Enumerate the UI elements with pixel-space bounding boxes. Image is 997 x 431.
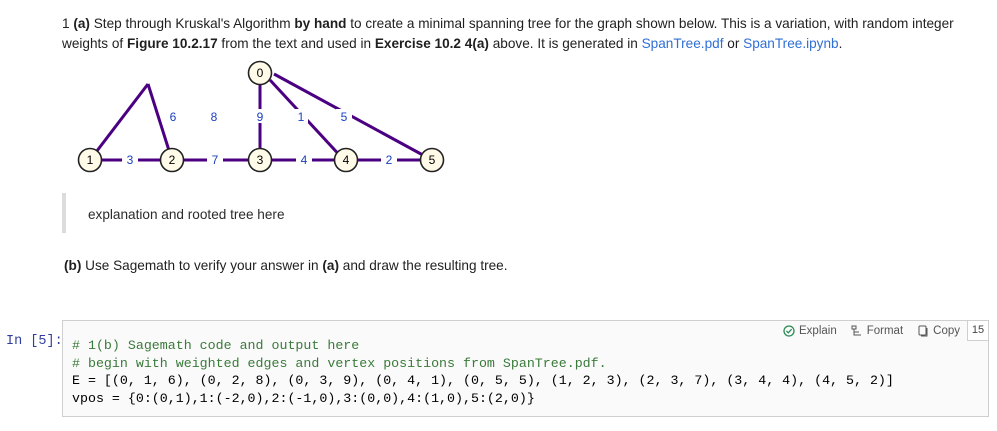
emphasis-by-hand: by hand (294, 16, 347, 31)
explain-button[interactable]: Explain (783, 325, 837, 337)
answer-blockquote: explanation and rooted tree here (62, 193, 486, 233)
part-b-label: (b) (64, 258, 82, 273)
vertex-3: 3 (247, 147, 273, 173)
cell-count-badge: 15 (967, 321, 988, 341)
code-line-2: # begin with weighted edges and vertex p… (72, 355, 607, 371)
copy-icon (918, 325, 928, 337)
vertex-5: 5 (419, 147, 445, 173)
figure-reference: Figure 10.2.17 (126, 36, 218, 51)
question-text-segment: Step through Kruskal's Algorithm (89, 16, 295, 31)
explain-label: Explain (799, 325, 837, 337)
cell-toolbar: Explain Format Copy (783, 325, 960, 337)
weight-0-5: 5 (341, 110, 348, 124)
exercise-reference: Exercise 10.2 4(a) (374, 36, 489, 51)
copy-label: Copy (933, 325, 960, 337)
edge-0-2 (146, 83, 174, 161)
question-text-segment: from the text and used in (217, 36, 375, 51)
code-line-3: E = [(0, 1, 6), (0, 2, 8), (0, 3, 9), (0… (72, 373, 894, 388)
format-icon (851, 325, 861, 336)
vertex-1: 1 (77, 147, 103, 173)
part-b-text-segment: and draw the resulting tree. (339, 258, 508, 273)
question-text-segment: . (838, 36, 843, 51)
vertex-label: 4 (343, 153, 350, 167)
vertex-2: 2 (159, 147, 185, 173)
edge-weights: 6 8 9 1 5 3 7 4 2 (122, 109, 397, 167)
weight-0-3: 9 (257, 110, 264, 124)
vertex-label: 1 (87, 153, 94, 167)
question-text-segment: to create a minimal spanning tree for th… (62, 16, 954, 51)
code-cell[interactable]: Explain Format Copy 15 # 1(b) Sagemath c… (62, 320, 989, 417)
question-number: 1 (62, 16, 74, 31)
weighted-graph: 6 8 9 1 5 3 7 4 2 0 1 2 3 4 5 (77, 60, 445, 173)
part-b-text-segment: Use Sagemath to verify your answer in (81, 258, 323, 273)
part-a-label: (a) (73, 16, 90, 31)
part-a-reference: (a) (322, 258, 340, 273)
code-line-1: # 1(b) Sagemath code and output here (72, 338, 360, 353)
part-b-text: (b) Use Sagemath to verify your answer i… (64, 258, 508, 273)
spantree-pdf-link[interactable]: SpanTree.pdf (641, 36, 724, 51)
format-button[interactable]: Format (851, 325, 903, 337)
weight-0-4: 1 (298, 110, 305, 124)
code-line-4: vpos = {0:(0,1),1:(-2,0),2:(-1,0),3:(0,0… (72, 390, 535, 406)
vertex-label: 3 (257, 153, 264, 167)
vertex-label: 2 (169, 153, 176, 167)
weight-3-4: 4 (301, 153, 308, 167)
weight-2-3: 7 (212, 153, 219, 167)
question-text-segment: above. It is generated in (488, 36, 642, 51)
weight-1-2: 3 (127, 153, 134, 167)
weight-4-5: 2 (386, 153, 393, 167)
code-editor[interactable]: # 1(b) Sagemath code and output here # b… (72, 337, 894, 407)
vertex-4: 4 (333, 147, 359, 173)
question-text: 1 (a) Step through Kruskal's Algorithm b… (62, 14, 987, 54)
copy-button[interactable]: Copy (917, 325, 960, 337)
answer-placeholder-text: explanation and rooted tree here (88, 207, 285, 222)
cell-prompt: In [5]: (6, 334, 63, 349)
spantree-ipynb-link[interactable]: SpanTree.ipynb (743, 36, 839, 51)
vertex-label: 5 (429, 153, 436, 167)
edge-0-5 (273, 72, 433, 162)
question-text-segment: or (723, 36, 744, 51)
explain-icon (783, 325, 795, 337)
vertex-label: 0 (257, 66, 264, 80)
edge-0-1 (88, 83, 150, 161)
graph-vertices: 0 1 2 3 4 5 (77, 60, 445, 173)
weight-0-1: 6 (170, 110, 177, 124)
weight-0-2: 8 (211, 110, 218, 124)
vertex-0: 0 (247, 60, 273, 86)
format-label: Format (866, 325, 904, 337)
